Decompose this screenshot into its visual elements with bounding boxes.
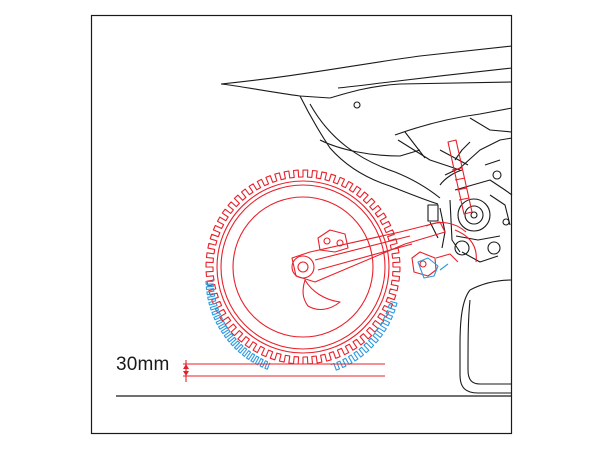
lowered-rear-tyre-arc [205,279,398,371]
raised-rim-inner [232,196,374,338]
lowered-linkage [417,257,439,279]
diagram-frame [90,14,513,435]
height-dimension-marker [183,360,385,382]
raised-position-outline [205,139,477,365]
raised-tyre-carcass [216,180,390,354]
motorcycle-body [220,45,513,394]
dimension-label: 30mm [116,354,170,375]
raised-tyre-tread [205,169,401,365]
raised-rim-outer [220,184,386,350]
raised-rear-tyre [205,169,401,365]
lowered-position-outline [205,257,449,371]
raised-swingarm [291,221,446,283]
